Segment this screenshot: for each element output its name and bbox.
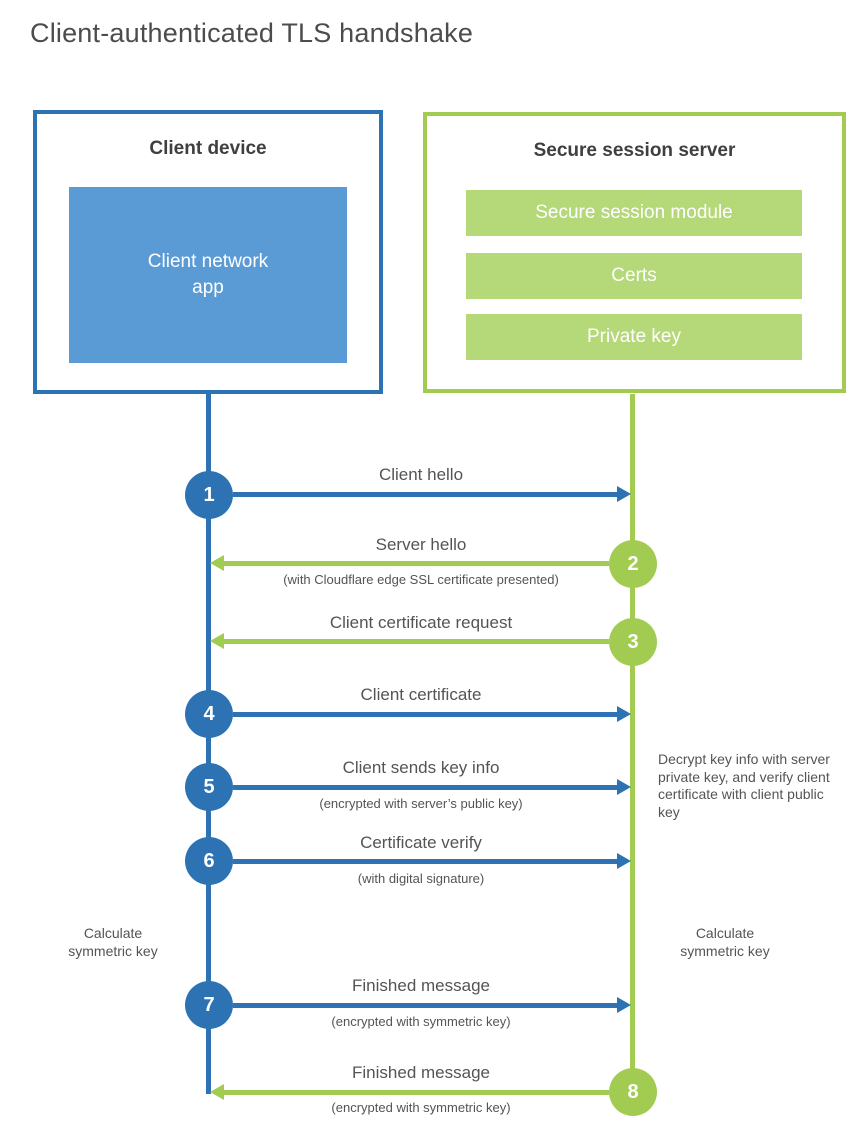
client-network-app-label: Client network app [147, 251, 269, 298]
step-6-arrow [233, 859, 617, 864]
step-1-label: Client hello [378, 465, 464, 484]
step-1-circle: 1 [185, 471, 233, 519]
step-2-label: Server hello [375, 535, 467, 554]
step-5-circle: 5 [185, 763, 233, 811]
step-2-sublabel: (with Cloudflare edge SSL certificate pr… [283, 572, 559, 587]
step-5-arrowhead-icon [617, 779, 631, 795]
step-4-arrowhead-icon [617, 706, 631, 722]
step-7-sublabel: (encrypted with symmetric key) [331, 1014, 511, 1029]
step-5-label: Client sends key info [342, 758, 500, 777]
step-5-arrow [233, 785, 617, 790]
step-6-circle: 6 [185, 837, 233, 885]
step-3-arrow [224, 639, 609, 644]
calculate-symmetric-key-right: Calculate symmetric key [680, 925, 770, 959]
step-4-arrow [233, 712, 617, 717]
client-device-box: Client device Client network app [33, 110, 383, 394]
step-5-sublabel: (encrypted with server’s public key) [319, 796, 523, 811]
step-7-arrowhead-icon [617, 997, 631, 1013]
step-1-arrow [233, 492, 617, 497]
step-7-label: Finished message [352, 976, 490, 995]
step-2-arrowhead-icon [210, 555, 224, 571]
step-7-arrow [233, 1003, 617, 1008]
client-device-title: Client device [149, 138, 267, 159]
step-3-circle: 3 [609, 618, 657, 666]
step-1-arrowhead-icon [617, 486, 631, 502]
client-lifeline [206, 394, 211, 1094]
step-6-arrowhead-icon [617, 853, 631, 869]
step-8-arrow [224, 1090, 609, 1095]
step-4-circle: 4 [185, 690, 233, 738]
step-4-label: Client certificate [360, 685, 482, 704]
step-2-circle: 2 [609, 540, 657, 588]
calculate-symmetric-key-left: Calculate symmetric key [68, 925, 158, 959]
decrypt-key-note: Decrypt key info with server private key… [658, 751, 830, 820]
certs-bar: Certs [466, 253, 802, 299]
step-6-sublabel: (with digital signature) [357, 871, 485, 886]
step-3-arrowhead-icon [210, 633, 224, 649]
step-6-label: Certificate verify [360, 833, 482, 852]
page-title: Client-authenticated TLS handshake [30, 18, 474, 48]
client-network-app-box: Client network app [69, 187, 347, 363]
private-key-bar: Private key [466, 314, 802, 360]
secure-session-server-title: Secure session server [533, 140, 736, 161]
step-8-circle: 8 [609, 1068, 657, 1116]
step-7-circle: 7 [185, 981, 233, 1029]
step-8-arrowhead-icon [210, 1084, 224, 1100]
step-8-sublabel: (encrypted with symmetric key) [331, 1100, 511, 1115]
step-3-label: Client certificate request [329, 613, 513, 632]
secure-session-module-bar: Secure session module [466, 190, 802, 236]
secure-session-server-box: Secure session server Secure session mod… [423, 112, 846, 393]
step-8-label: Finished message [352, 1063, 490, 1082]
step-2-arrow [224, 561, 609, 566]
server-lifeline [630, 394, 635, 1092]
